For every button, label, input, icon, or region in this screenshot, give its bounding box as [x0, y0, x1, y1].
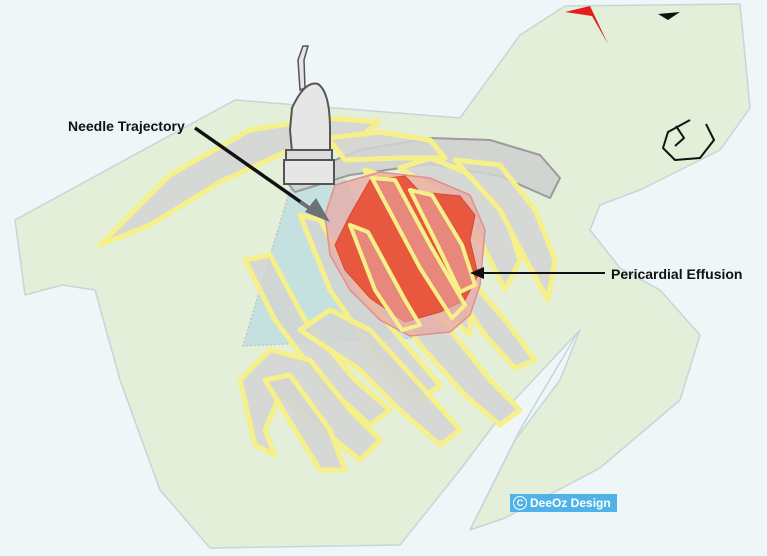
- copyright-icon: C: [513, 496, 527, 510]
- ultrasound-probe: [283, 45, 335, 185]
- ear-mark: [662, 119, 715, 161]
- pericardial-effusion-label: Pericardial Effusion: [611, 266, 743, 282]
- watermark-text: DeeOz Design: [530, 496, 611, 510]
- needle-trajectory-arrow: [193, 126, 330, 222]
- needle-trajectory-label: Needle Trajectory: [68, 118, 185, 134]
- probe-head: [283, 159, 335, 185]
- eye-mark: [658, 12, 680, 20]
- copyright-watermark: C DeeOz Design: [510, 494, 617, 512]
- probe-cable: [297, 45, 309, 92]
- probe-body: [288, 82, 331, 154]
- lip-mark: [565, 6, 608, 44]
- pericardial-effusion-arrow: [470, 267, 605, 279]
- face-features: [565, 6, 715, 161]
- heart: [324, 171, 486, 337]
